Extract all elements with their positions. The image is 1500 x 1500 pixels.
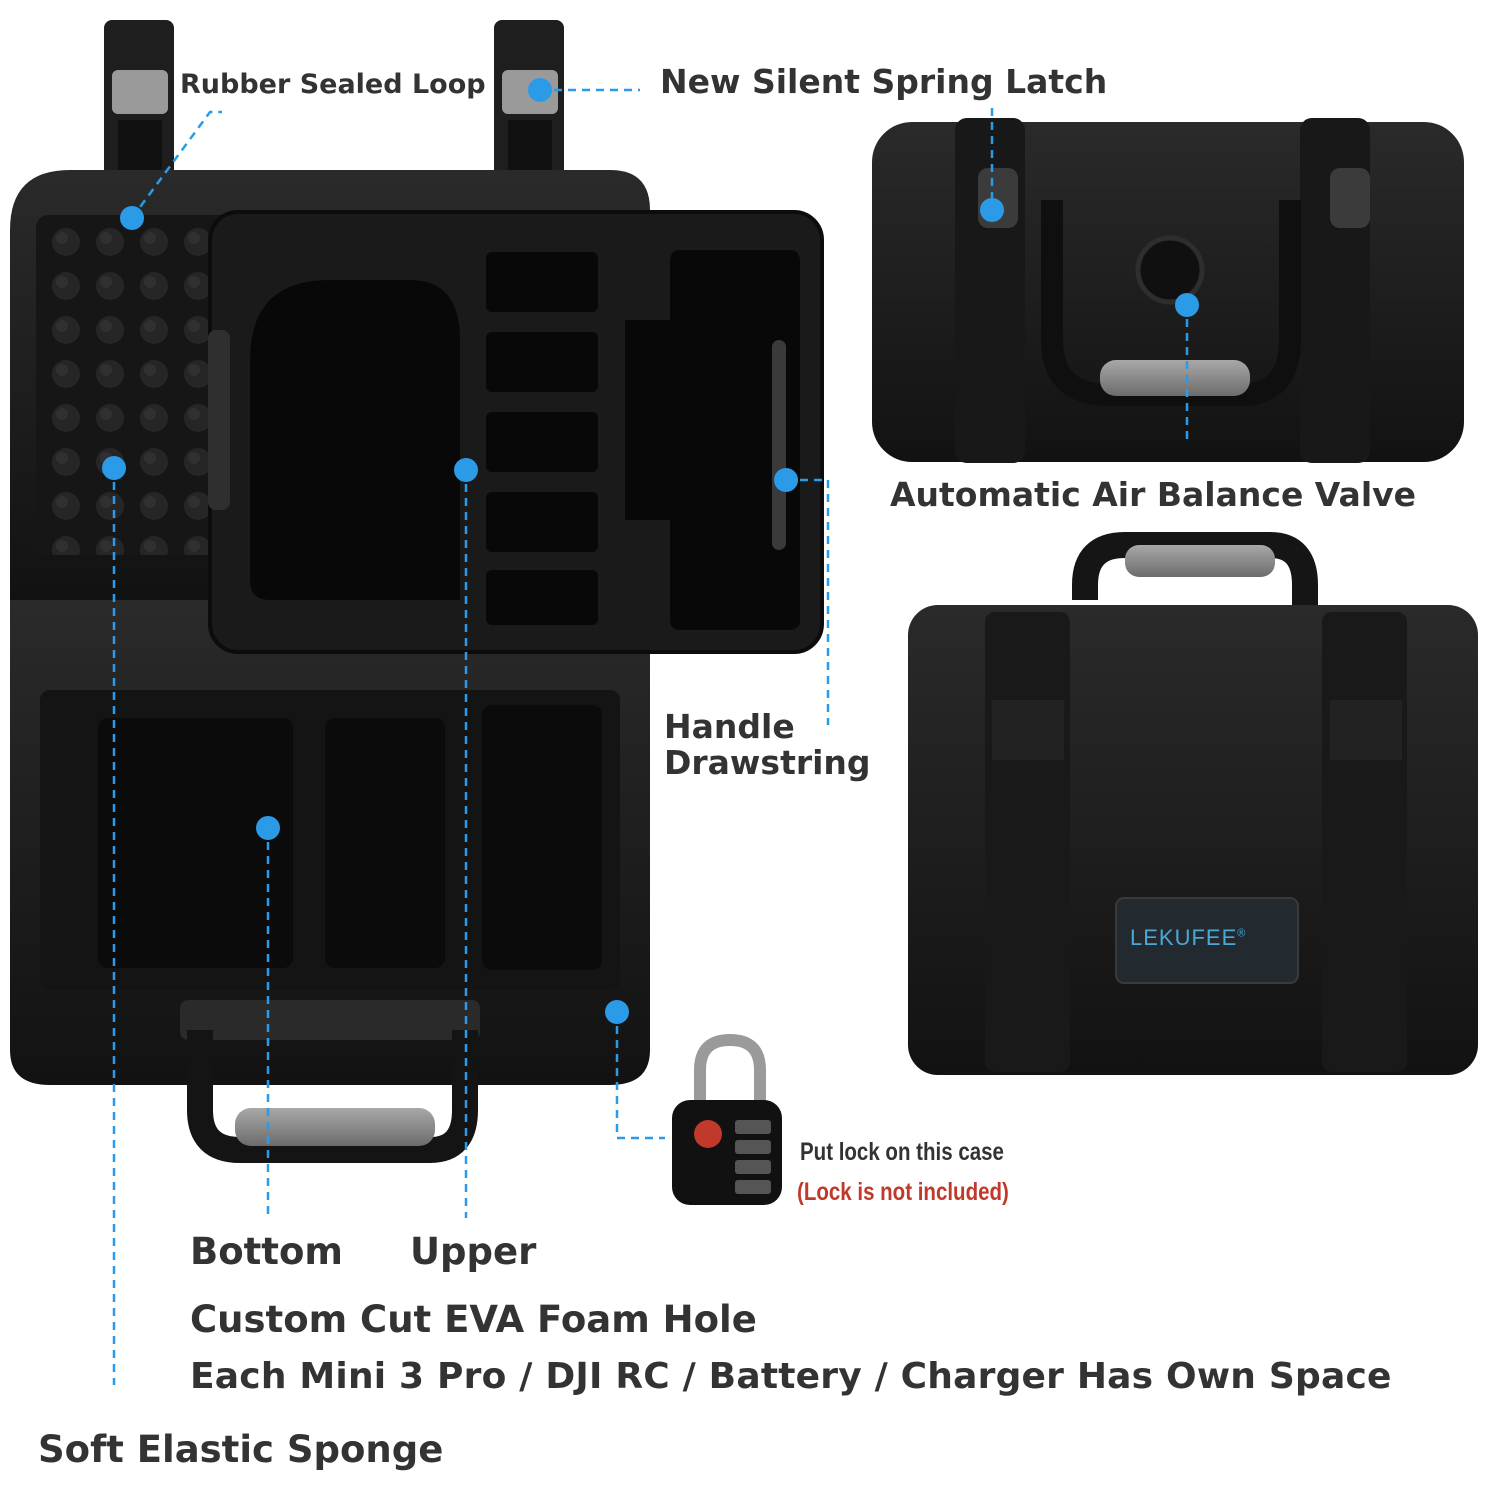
upper-foam-insert [208,210,824,654]
label-bottom: Bottom [190,1230,343,1273]
closed-case-top-view [872,118,1464,463]
label-each-has-own-space: Each Mini 3 Pro / DJI RC / Battery / Cha… [190,1356,1392,1397]
label-custom-cut-eva-foam: Custom Cut EVA Foam Hole [190,1298,757,1341]
label-rubber-sealed-loop: Rubber Sealed Loop [180,69,486,100]
front-handle [180,1000,480,1163]
dot-icon [102,456,126,480]
label-new-silent-spring-latch: New Silent Spring Latch [660,62,1108,101]
dot-icon [256,816,280,840]
label-put-lock: Put lock on this case [800,1138,1004,1166]
dot-icon [120,206,144,230]
dot-icon [1175,293,1199,317]
brand-registered-mark: ® [1237,927,1247,940]
dot-icon [528,78,552,102]
dot-icon [774,468,798,492]
closed-case-front-view [908,532,1478,1075]
padlock-icon [672,1033,782,1205]
dot-icon [605,1000,629,1024]
dot-icon [454,458,478,482]
line-rubber-sealed-loop [130,110,222,219]
label-soft-elastic-sponge: Soft Elastic Sponge [38,1428,444,1471]
open-case [10,20,824,1163]
line-handle-drawstring [786,478,830,725]
brand-logo: LEKUFEE® [1130,925,1246,951]
label-automatic-air-balance-valve: Automatic Air Balance Valve [890,475,1417,514]
label-handle: Handle [664,707,795,746]
dot-icon [980,198,1004,222]
callout-lines [112,88,1189,1385]
brand-name: LEKUFEE [1130,925,1238,950]
bottom-foam-cutouts [98,705,602,970]
line-lock [615,1012,665,1140]
label-upper: Upper [410,1230,537,1273]
label-lock-not-included: (Lock is not included) [797,1178,1009,1206]
label-drawstring: Drawstring [664,743,871,782]
latch-right [494,20,564,185]
latch-left [104,20,174,185]
